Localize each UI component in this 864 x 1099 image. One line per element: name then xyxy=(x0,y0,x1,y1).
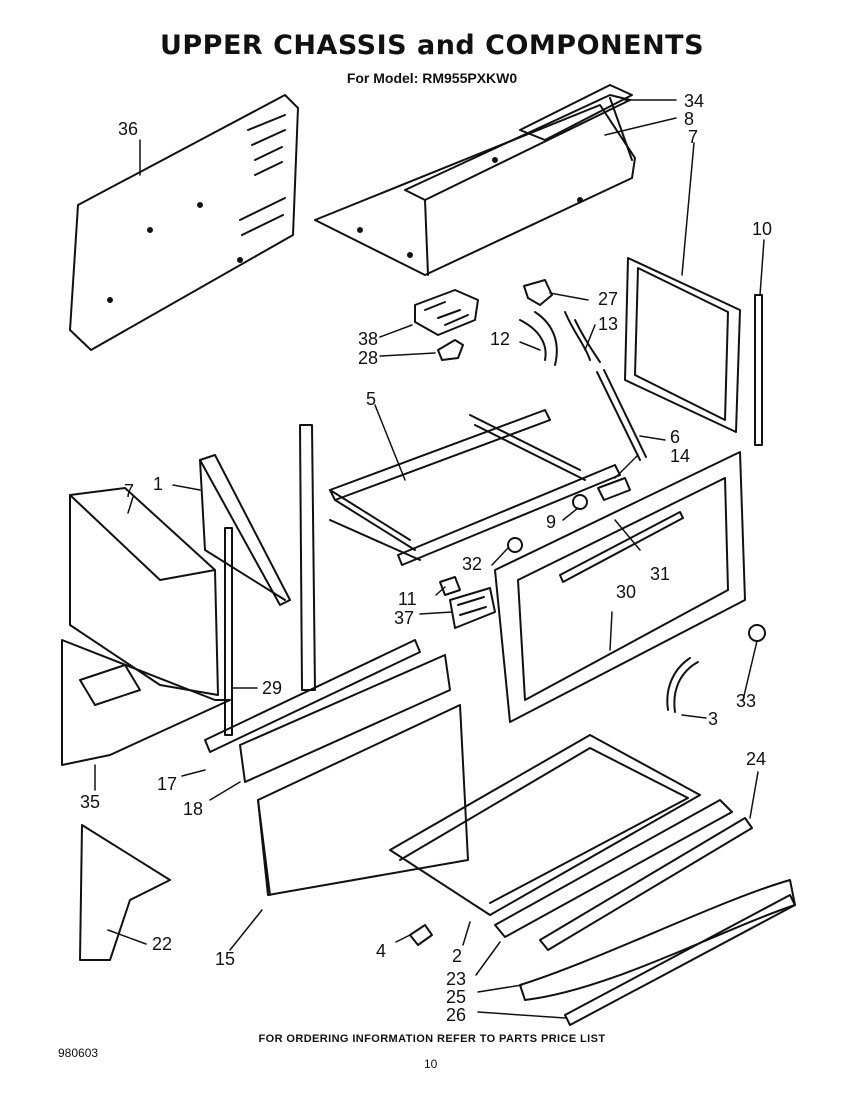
callout-29: 29 xyxy=(262,678,282,698)
callout-5: 5 xyxy=(366,389,376,409)
part-9-knob xyxy=(572,494,588,510)
callout-23: 23 xyxy=(446,969,466,989)
callout-32: 32 xyxy=(462,554,482,574)
part-28-bracket xyxy=(437,339,464,361)
callout-4: 4 xyxy=(376,941,386,961)
callout-31: 31 xyxy=(650,564,670,584)
part-27-bracket xyxy=(523,279,553,306)
page-title: UPPER CHASSIS and COMPONENTS xyxy=(159,30,705,61)
part-22-side-piece xyxy=(79,824,171,961)
document-number: 980603 xyxy=(58,1046,99,1060)
callout-8: 8 xyxy=(684,109,694,129)
callout-36: 36 xyxy=(118,119,138,139)
callout-15: 15 xyxy=(215,949,235,969)
page-number: 10 xyxy=(424,1057,438,1071)
vertical-rail xyxy=(299,424,316,691)
callout-34: 34 xyxy=(684,91,704,111)
part-26-rail xyxy=(564,894,796,1026)
part-14-clip xyxy=(597,477,631,501)
callout-30: 30 xyxy=(616,582,636,602)
callout-11: 11 xyxy=(398,589,417,609)
part-18-panel xyxy=(239,654,451,783)
callout-22: 22 xyxy=(152,934,172,954)
callout-24: 24 xyxy=(746,749,766,769)
part-23-rail xyxy=(494,799,733,938)
part-36-side-panel xyxy=(69,94,299,351)
part-25-reflector xyxy=(519,879,796,1001)
callout-9: 9 xyxy=(546,512,556,532)
part-6-rod xyxy=(596,369,647,461)
callout-28: 28 xyxy=(358,348,378,368)
callout-labels: 36 34 8 7 10 27 13 12 38 28 5 6 14 1 7 9… xyxy=(80,91,772,1025)
part-11-bracket xyxy=(439,576,461,596)
callout-14: 14 xyxy=(670,446,690,466)
callout-12: 12 xyxy=(490,329,510,349)
ordering-info-note: FOR ORDERING INFORMATION REFER TO PARTS … xyxy=(258,1033,606,1045)
part-24-tube xyxy=(539,817,753,951)
part-31-bar xyxy=(559,511,684,583)
part-4-clip xyxy=(409,924,433,946)
leader-lines xyxy=(94,99,765,1019)
callout-7-left: 7 xyxy=(124,481,134,501)
callout-33: 33 xyxy=(736,691,756,711)
part-15-front-panel xyxy=(257,704,469,896)
part-35-base-plate xyxy=(61,639,231,766)
callout-38: 38 xyxy=(358,329,378,349)
callout-25: 25 xyxy=(446,987,466,1007)
callout-2: 2 xyxy=(452,946,462,966)
callout-6: 6 xyxy=(670,427,680,447)
part-37-connector-block xyxy=(449,587,496,629)
callout-1: 1 xyxy=(153,474,163,494)
callout-27: 27 xyxy=(598,289,618,309)
part-10-strip xyxy=(754,294,763,446)
part-3-wire-connector xyxy=(666,657,699,713)
part-17-rail xyxy=(204,639,421,753)
part-1-bracket xyxy=(199,454,291,606)
part-7-left-panel xyxy=(69,487,219,696)
model-subtitle: For Model: RM955PXKW0 xyxy=(346,70,518,86)
callout-37: 37 xyxy=(394,608,414,628)
callout-18: 18 xyxy=(183,799,203,819)
part-8-top-panel xyxy=(314,94,636,276)
part-32-knob xyxy=(507,537,523,553)
part-29-strip xyxy=(224,527,233,736)
part-5-frame xyxy=(329,409,621,566)
callout-7-right: 7 xyxy=(688,127,698,147)
part-38-connector-block xyxy=(414,289,479,336)
callout-13: 13 xyxy=(598,314,618,334)
wire-harness xyxy=(519,311,601,366)
part-7-right-panel xyxy=(624,257,741,433)
callout-17: 17 xyxy=(157,774,177,794)
part-2-bottom-tray xyxy=(389,734,701,916)
part-30-door-frame xyxy=(494,451,746,723)
part-34-strip xyxy=(519,84,633,141)
part-33-knob xyxy=(748,624,766,642)
callout-26: 26 xyxy=(446,1005,466,1025)
callout-35: 35 xyxy=(80,792,100,812)
callout-3: 3 xyxy=(708,709,718,729)
callout-10: 10 xyxy=(752,219,772,239)
